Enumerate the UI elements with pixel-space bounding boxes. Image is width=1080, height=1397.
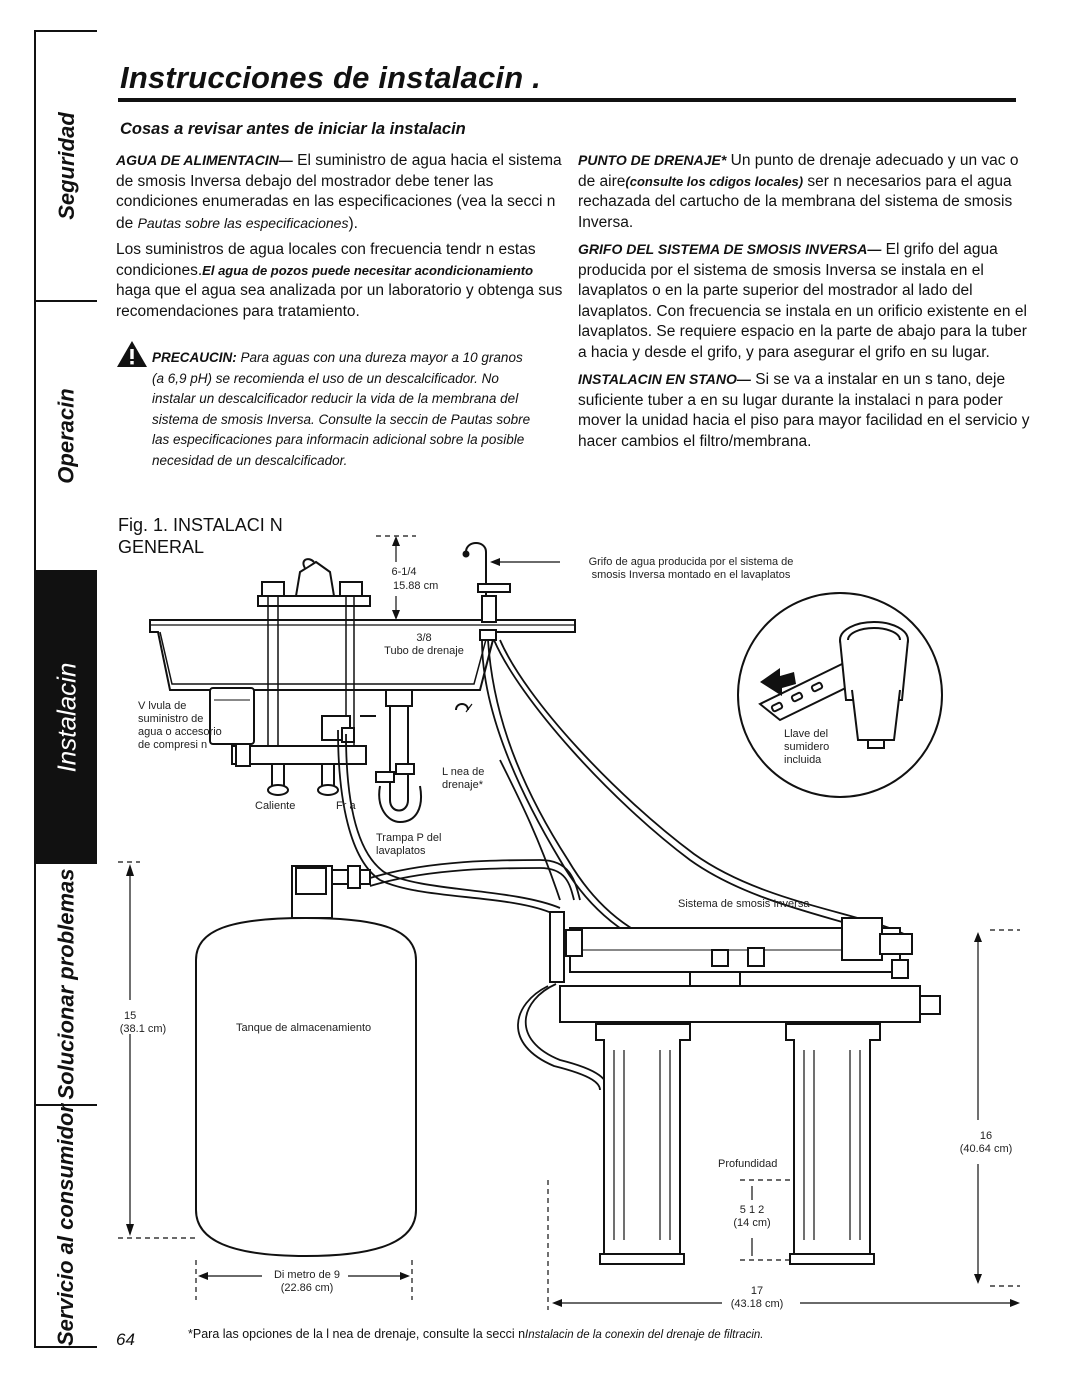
dimension-value: 6-1/4 — [391, 566, 417, 578]
tab-solucionar-problemas[interactable]: Solucionar problemas — [36, 864, 97, 1106]
page-number: 64 — [116, 1330, 135, 1349]
body-text: Si se va a instalar en un s tano, deje s… — [578, 371, 1030, 450]
depth-value-label: 5 1 2 (14 cm) — [722, 1204, 782, 1230]
figure-title-line: Fig. 1. INSTALACI N — [118, 515, 283, 535]
arrow-heads — [126, 536, 1020, 1307]
body-text: El grifo del agua producida por el siste… — [578, 241, 1027, 361]
warning-icon — [117, 341, 147, 367]
body-text: ). — [348, 214, 358, 232]
label-line: (38.1 cm) — [119, 1023, 167, 1035]
label-line: agua o accesorio — [138, 726, 222, 738]
ro-system-label: Sistema de smosis Inversa — [678, 898, 810, 910]
label-line: Llave del — [784, 728, 829, 740]
label-line: Tubo de drenaje — [384, 645, 464, 657]
wrench-inset — [737, 592, 943, 798]
body-text: haga que el agua sea analizada por un la… — [116, 282, 563, 320]
paragraph-punto-drenaje: PUNTO DE DRENAJE* Un punto de drenaje ad… — [578, 150, 1033, 233]
lead-text: GRIFO DEL SISTEMA DE SMOSIS INVERSA— — [578, 241, 882, 257]
italic-text: Pautas sobre las especificaciones — [137, 214, 349, 231]
supply-valve-label: V lvula de suministro de agua o accesori… — [138, 700, 222, 752]
label-line: sumidero — [784, 741, 830, 753]
faucet-dimension-cm: 15.88 cm — [393, 580, 439, 592]
ro-faucet — [462, 542, 511, 641]
body-text: ser n necesarios para el agua rechazada … — [578, 172, 1013, 231]
system-height-label: 16 (40.64 cm) — [952, 1130, 1020, 1156]
lead-text: INSTALACIN EN STANO— — [578, 371, 751, 387]
label-line: 16 — [979, 1130, 993, 1142]
label-line: (22.86 cm) — [280, 1282, 334, 1294]
wrench-label: Llave del sumidero incluida — [784, 728, 829, 767]
header-rule — [118, 98, 1016, 102]
left-column: AGUA DE ALIMENTACIN— El suministro de ag… — [116, 150, 566, 328]
sidebar-tabs: Seguridad Operacin Instalacin Solucionar… — [34, 30, 97, 1348]
drain-saddle — [455, 703, 469, 711]
sink — [149, 619, 576, 691]
label-line: (40.64 cm) — [959, 1143, 1013, 1155]
faucet-dimension-label: 6-1/4 — [384, 566, 424, 579]
label-line: drenaje* — [442, 779, 483, 791]
garbage-disposal — [209, 687, 255, 745]
bold-italic-text: (consulte los cdigos locales) — [625, 173, 804, 189]
body-text: Un punto de drenaje adecuado y un vac o … — [578, 152, 1019, 190]
cold-label: Fr a — [336, 800, 356, 812]
page-title: Instrucciones de instalacin . — [120, 60, 541, 95]
system-width-label: 17 (43.18 cm) — [722, 1285, 792, 1311]
drain-line-label: L nea de drenaje* — [442, 766, 484, 792]
hot-label: Caliente — [255, 800, 296, 812]
figure-title-line: GENERAL — [118, 537, 205, 557]
label-line: de compresi n — [138, 739, 208, 751]
caution-lead: PRECAUCIN: — [152, 350, 237, 365]
label-line: suministro de — [138, 713, 204, 725]
label-line: 15 — [124, 1010, 137, 1022]
label-line: 3/8 — [416, 632, 432, 644]
footnote-italic: Instalacin de la conexin del drenaje de … — [525, 1329, 764, 1341]
label-line: lavaplatos — [376, 845, 426, 857]
tab-operacion[interactable]: Operacin — [36, 302, 97, 572]
footnote: *Para las opciones de la l nea de drenaj… — [188, 1327, 763, 1341]
label-line: 5 1 2 — [739, 1204, 765, 1216]
label-line: V lvula de — [138, 700, 187, 712]
caution-text: Para aguas con una dureza mayor a 10 gra… — [152, 350, 531, 468]
tank-diameter-label: Di metro de 9 (22.86 cm) — [262, 1269, 352, 1295]
label-line: L nea de — [442, 766, 485, 778]
bold-italic-text: El agua de pozos puede necesitar acondic… — [202, 262, 534, 278]
dimension-arrows — [129, 540, 1016, 1304]
section-heading: Cosas a revisar antes de iniciar la inst… — [120, 120, 466, 138]
caution-note: PRECAUCIN: Para aguas con una dureza may… — [152, 348, 532, 471]
footnote-text: *Para las opciones de la l nea de drenaj… — [188, 1327, 526, 1341]
tab-instalacion[interactable]: Instalacin — [36, 572, 97, 864]
tank-height-label: 15 (38.1 cm) — [110, 1010, 176, 1036]
label-line: smosis Inversa montado en el lavaplatos — [591, 569, 791, 581]
kitchen-faucet — [257, 558, 371, 607]
label-line: Di metro de 9 — [273, 1269, 341, 1281]
ro-system — [549, 911, 941, 1265]
label-line: (14 cm) — [733, 1217, 771, 1229]
paragraph-grifo: GRIFO DEL SISTEMA DE SMOSIS INVERSA— El … — [578, 239, 1033, 363]
p-trap-label: Trampa P del lavaplatos — [376, 832, 441, 858]
label-line: 17 — [750, 1285, 764, 1297]
body-text: Los suministros de agua locales con frec… — [116, 241, 536, 279]
figure-title: Fig. 1. INSTALACI N GENERAL — [118, 514, 283, 558]
right-column: PUNTO DE DRENAJE* Un punto de drenaje ad… — [578, 150, 1033, 458]
storage-tank — [195, 865, 417, 1258]
tab-seguridad[interactable]: Seguridad — [36, 32, 97, 302]
paragraph-instalacion-sotano: INSTALACIN EN STANO— Si se va a instalar… — [578, 369, 1033, 452]
depth-label: Profundidad — [718, 1158, 778, 1170]
label-line: incluida — [784, 754, 822, 766]
ro-faucet-label: Grifo de agua producida por el sistema d… — [565, 556, 817, 582]
tank-label: Tanque de almacenamiento — [236, 1022, 372, 1034]
paragraph-suministros: Los suministros de agua locales con frec… — [116, 240, 566, 322]
lead-text: PUNTO DE DRENAJE* — [578, 152, 727, 168]
drain-tube-label: 3/8 Tubo de drenaje — [374, 632, 474, 658]
body-text: El suministro de agua hacia el sistema d… — [116, 152, 562, 232]
paragraph-agua-alimentacion: AGUA DE ALIMENTACIN— El suministro de ag… — [116, 150, 566, 234]
lead-text: AGUA DE ALIMENTACIN— — [116, 152, 293, 168]
label-line: (43.18 cm) — [730, 1298, 784, 1310]
label-line: Trampa P del — [376, 832, 442, 844]
p-trap — [375, 689, 422, 824]
label-line: Grifo de agua producida por el sistema d… — [588, 556, 794, 568]
